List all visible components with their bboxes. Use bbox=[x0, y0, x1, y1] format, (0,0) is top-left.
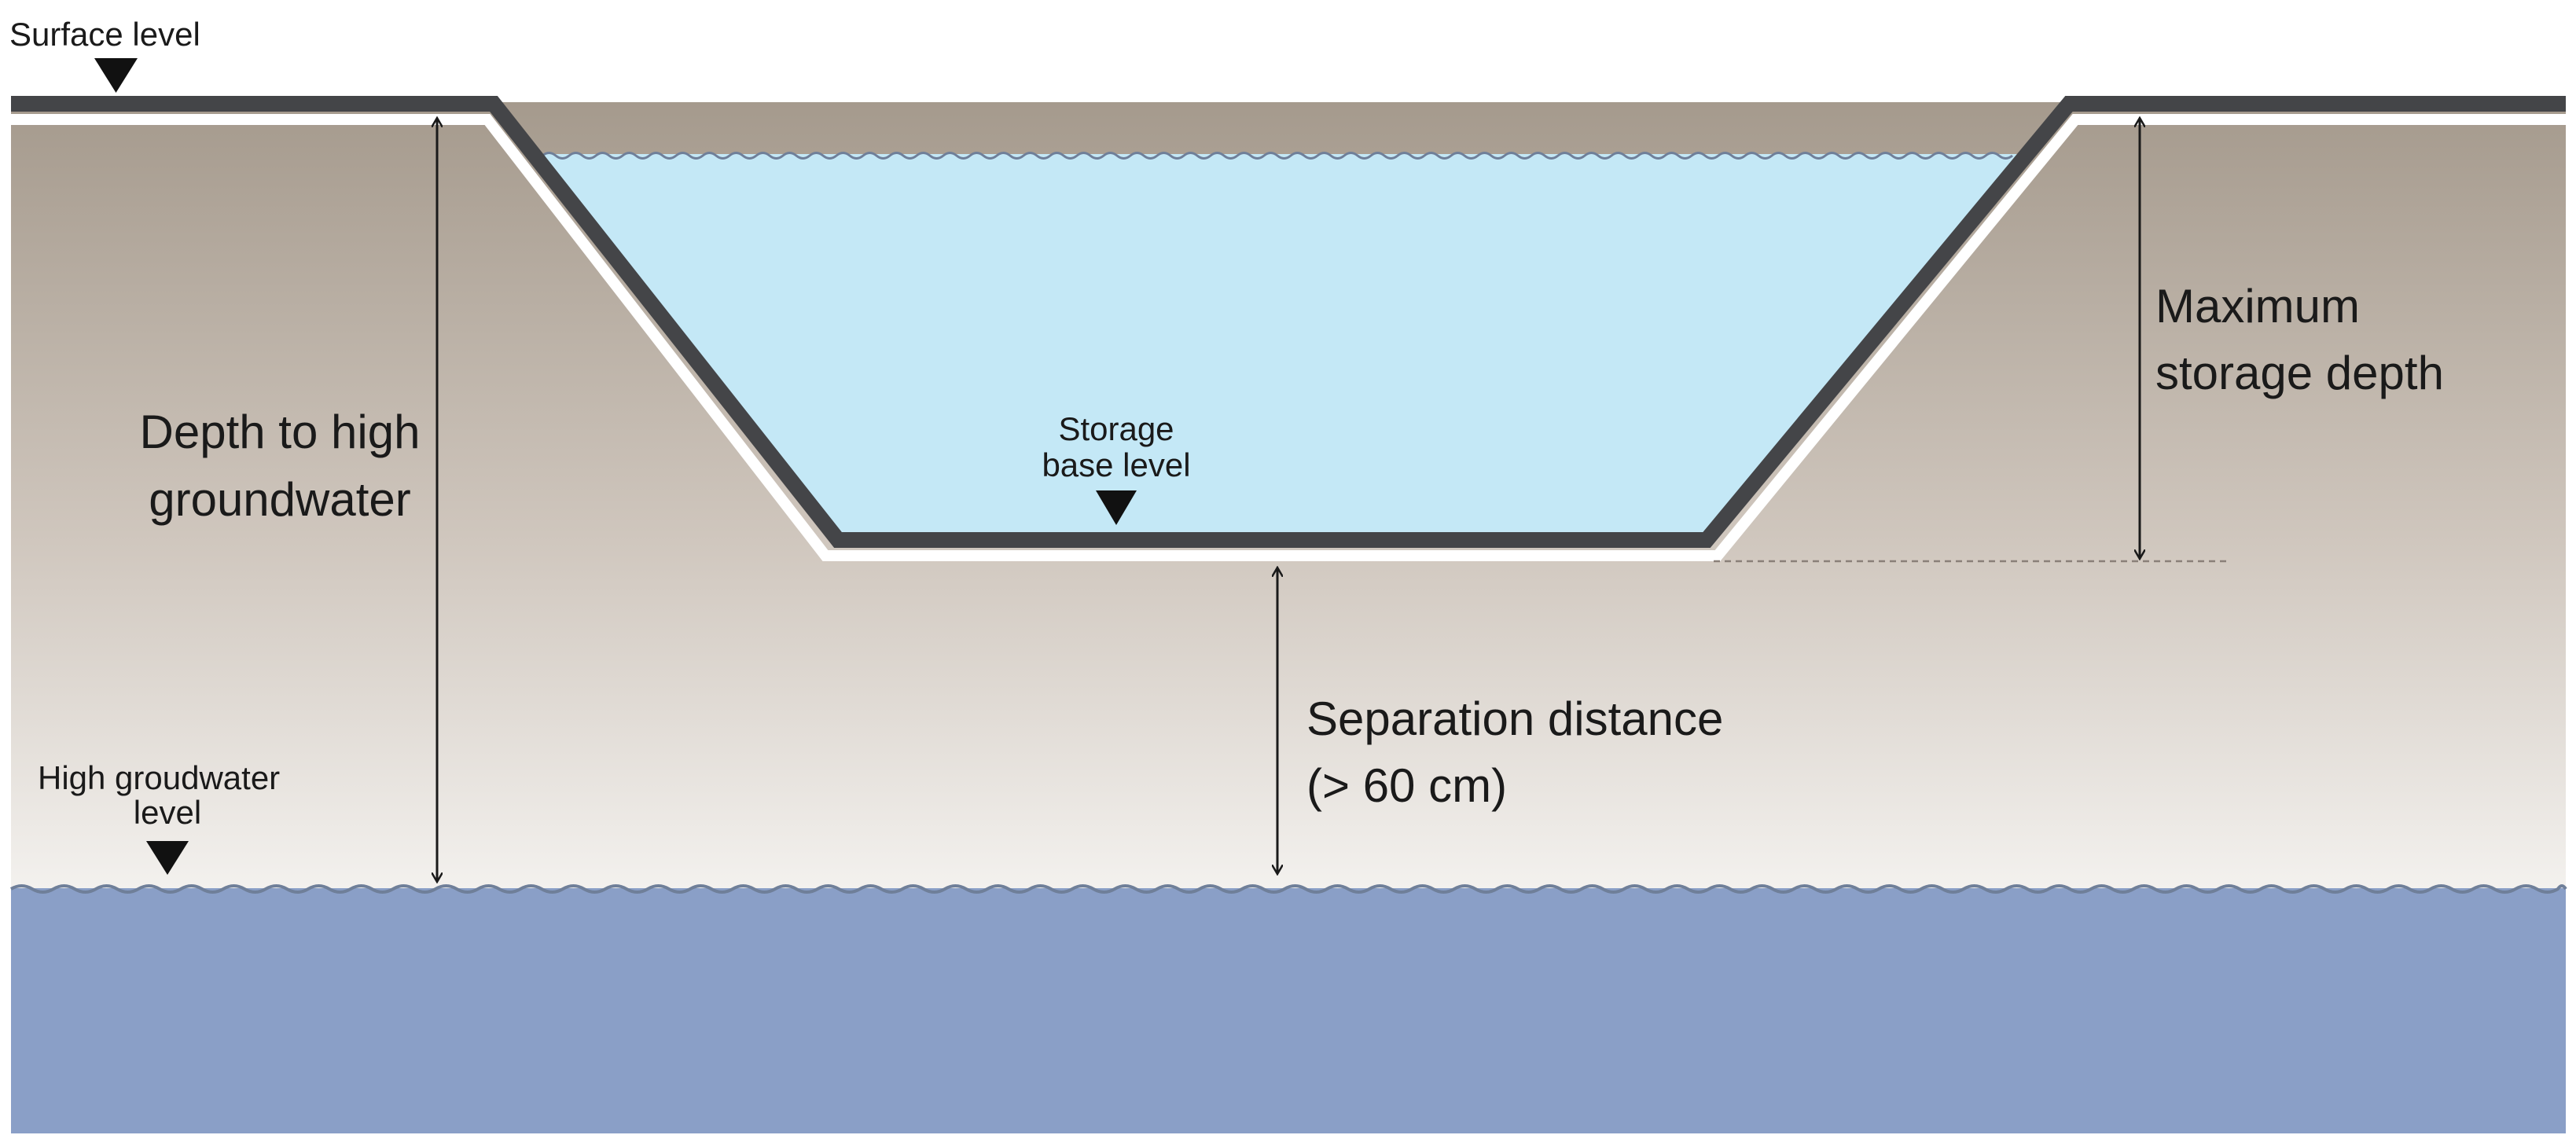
maximum-storage-depth-label-line1: Maximum bbox=[2155, 280, 2360, 332]
pond-water bbox=[535, 154, 2020, 534]
groundwater-surface-wave-icon bbox=[9, 884, 2567, 894]
high-groundwater-level-label-line2: level bbox=[134, 794, 201, 831]
pond-surface-wave-icon bbox=[542, 152, 2013, 160]
high-groundwater-level-label-line1: High groudwater bbox=[38, 759, 280, 796]
surface-level-label: Surface level bbox=[9, 16, 200, 53]
liner-outer bbox=[11, 96, 2566, 548]
storage-base-level-label-line2: base level bbox=[1042, 446, 1190, 483]
surface-level-marker-icon bbox=[94, 58, 138, 93]
storage-base-level-marker-icon bbox=[1096, 490, 1137, 525]
separation-distance-label-line2: (> 60 cm) bbox=[1306, 759, 1507, 812]
separation-distance-label-line1: Separation distance bbox=[1306, 692, 1723, 745]
groundwater-body bbox=[11, 888, 2566, 1133]
high-groundwater-level-marker-icon bbox=[146, 841, 189, 875]
liner-inner bbox=[11, 114, 2566, 561]
maximum-storage-depth-label-line2: storage depth bbox=[2155, 347, 2444, 399]
depth-to-high-groundwater-label-line2: groundwater bbox=[149, 473, 411, 526]
depth-to-high-groundwater-label-line1: Depth to high bbox=[140, 406, 421, 458]
storage-base-level-label-line1: Storage bbox=[1058, 410, 1174, 447]
